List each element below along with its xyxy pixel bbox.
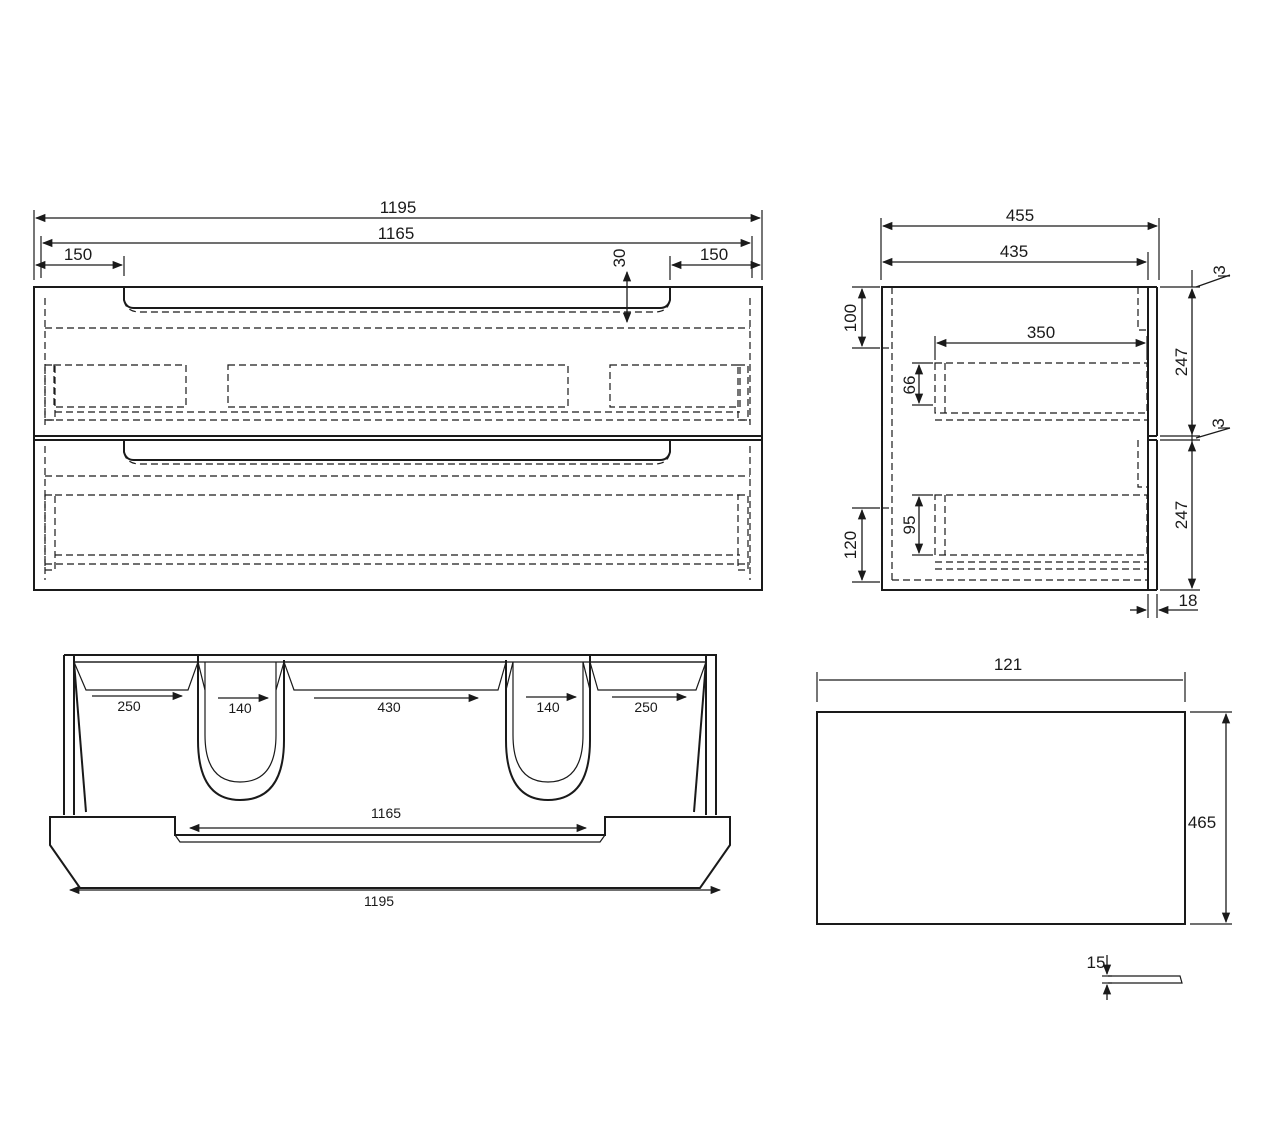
dim-inner-width: 1165 [378, 224, 415, 243]
dim-upper-notch: 100 [841, 304, 860, 332]
dim-inner-depth: 435 [1000, 242, 1028, 261]
dim-right-shelf: 250 [634, 699, 658, 715]
dim-lower-front-height: 247 [1172, 501, 1191, 529]
dim-handle-depth: 30 [610, 249, 629, 268]
front-view: 1195 1165 150 150 30 [33, 198, 763, 591]
dim-overall-depth: 455 [1006, 206, 1034, 225]
dim-overall-width: 1195 [380, 198, 417, 217]
dim-basin-overall-width: 1195 [364, 893, 394, 909]
dim-lower-drawer-side: 95 [900, 516, 919, 535]
dim-front-thickness: 18 [1179, 591, 1198, 610]
left-cutout [197, 655, 285, 802]
dim-upper-drawer-side: 66 [900, 376, 919, 395]
basin-front-lip [49, 816, 731, 889]
dim-panel-thickness: 15 [1087, 953, 1106, 972]
basin-view: 250 140 430 140 250 1165 1195 [49, 654, 731, 909]
upper-handle-recess [123, 287, 671, 309]
dim-left-offset: 150 [64, 245, 92, 264]
side-panel-outline [881, 286, 1149, 591]
cabinet-outline [33, 286, 763, 591]
panel-outline [816, 711, 1186, 925]
dim-left-shelf: 250 [117, 698, 141, 714]
dim-panel-width: 121 [994, 655, 1022, 674]
dim-lower-notch: 120 [841, 531, 860, 559]
dim-basin-inner-width: 1165 [371, 805, 401, 821]
dim-left-cutout: 140 [228, 700, 252, 716]
dim-right-offset: 150 [700, 245, 728, 264]
dim-upper-front-height: 247 [1172, 348, 1191, 376]
dim-drawer-depth: 350 [1027, 323, 1055, 342]
panel-view: 121 465 15 [816, 655, 1232, 1000]
side-view: 455 435 350 100 120 66 95 247 [841, 206, 1231, 618]
lower-handle-recess [123, 440, 671, 461]
dim-top-gap: 3 [1210, 265, 1229, 274]
right-cutout [505, 655, 591, 802]
dim-panel-height: 465 [1188, 813, 1216, 832]
dim-center-shelf: 430 [377, 699, 401, 715]
dim-right-cutout: 140 [536, 699, 560, 715]
dim-middle-gap: 3 [1209, 418, 1228, 427]
panel-thickness-detail [1108, 975, 1183, 984]
